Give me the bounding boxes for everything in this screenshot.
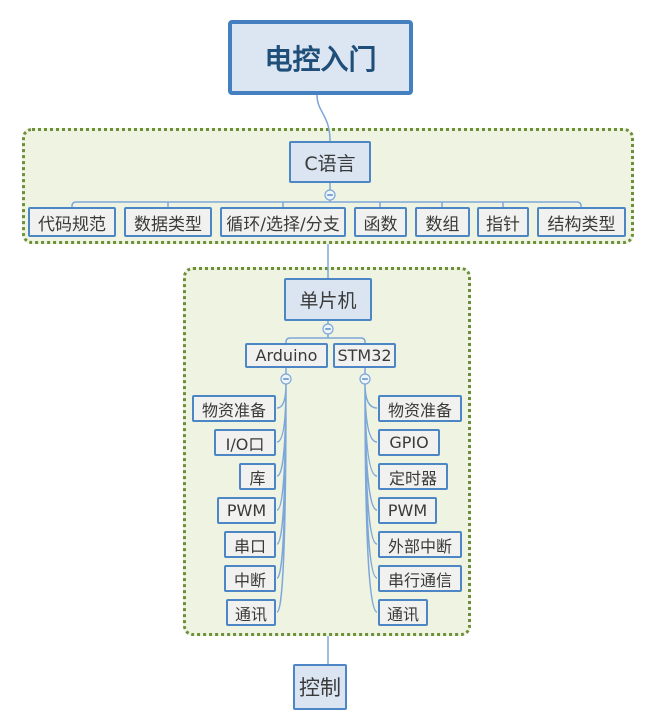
node-label: 中断 [233,570,266,590]
node-label: C语言 [304,152,356,175]
node-c-language[interactable]: C语言 [289,141,371,183]
node-control[interactable]: 控制 [293,664,347,710]
node-stm32-ext-interrupt[interactable]: 外部中断 [378,531,462,558]
node-arduino-serial-port[interactable]: 串口 [224,531,276,558]
node-arduino[interactable]: Arduino [245,343,328,368]
node-stm32-timer[interactable]: 定时器 [378,463,448,490]
node-label: I/O口 [225,434,265,454]
node-label: STM32 [337,346,392,365]
node-stm32[interactable]: STM32 [333,343,396,368]
node-arduino-comm[interactable]: 通讯 [226,599,276,626]
node-root[interactable]: 电控入门 [228,20,413,95]
node-code-standard[interactable]: 代码规范 [28,207,116,237]
node-arduino-materials[interactable]: 物资准备 [192,395,276,422]
node-label: GPIO [389,433,429,452]
node-stm32-comm[interactable]: 通讯 [378,599,428,626]
node-label: 代码规范 [38,214,106,235]
node-label: 控制 [299,676,341,700]
node-label: 循环/选择/分支 [226,214,340,235]
node-label: PWM [387,501,428,520]
node-label: 单片机 [299,290,357,312]
node-label: PWM [226,501,267,520]
node-loop-select-branch[interactable]: 循环/选择/分支 [220,207,346,237]
node-pointers[interactable]: 指针 [477,207,529,237]
node-mcu[interactable]: 单片机 [284,278,372,321]
node-stm32-materials[interactable]: 物资准备 [378,395,462,422]
node-functions[interactable]: 函数 [354,207,407,237]
node-label: 库 [249,468,266,488]
node-label: 通讯 [234,604,267,624]
node-label: 定时器 [388,468,437,488]
node-label: 指针 [486,214,520,235]
node-arduino-pwm[interactable]: PWM [217,497,276,524]
node-label: Arduino [255,346,318,365]
node-arrays[interactable]: 数组 [415,207,470,237]
node-stm32-pwm[interactable]: PWM [378,497,437,524]
node-label: 物资准备 [201,400,266,420]
node-arduino-library[interactable]: 库 [239,463,276,490]
node-label: 数组 [425,214,460,235]
node-label: 数据类型 [134,214,202,235]
node-label: 串口 [233,536,266,556]
node-label: 电控入门 [264,42,377,76]
node-data-types[interactable]: 数据类型 [124,207,212,237]
node-label: 结构类型 [547,214,616,235]
node-label: 物资准备 [387,400,452,420]
node-struct-types[interactable]: 结构类型 [537,207,626,237]
node-arduino-io-port[interactable]: I/O口 [214,429,276,456]
node-label: 函数 [363,214,398,235]
node-label: 外部中断 [387,536,452,556]
node-label: 通讯 [386,604,419,624]
node-stm32-gpio[interactable]: GPIO [378,429,440,456]
node-label: 串行通信 [387,570,452,590]
node-arduino-interrupt[interactable]: 中断 [224,565,276,592]
node-stm32-serial-comm[interactable]: 串行通信 [378,565,462,592]
